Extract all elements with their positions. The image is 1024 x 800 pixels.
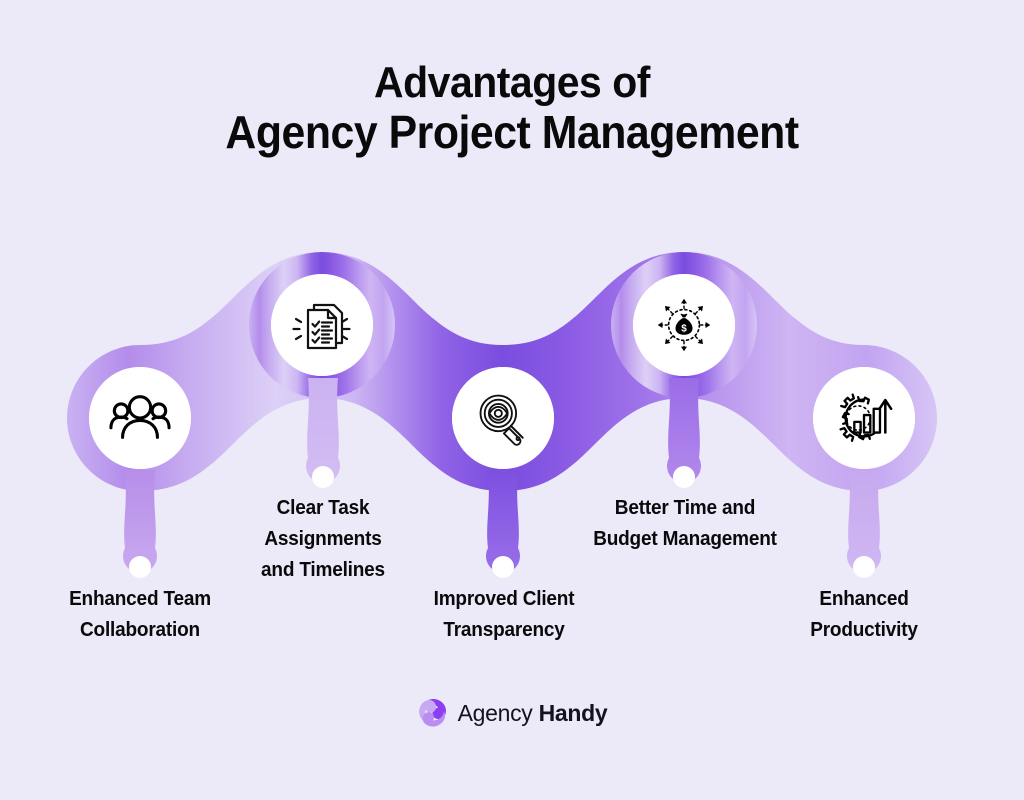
footer-brand: Agency Handy — [0, 697, 1024, 729]
page-title-line-2: Agency Project Management — [225, 106, 799, 159]
gear-growth-chart-icon — [813, 367, 915, 469]
node-label-5: Enhanced Productivity — [810, 588, 918, 641]
page-title: Advantages of Agency Project Management — [36, 58, 988, 159]
magnifier-eye-icon — [452, 367, 554, 469]
agency-handy-logo-mark — [418, 699, 446, 727]
brand-word-agency: Agency — [457, 699, 533, 726]
brand-wordmark: Agency Handy — [458, 700, 608, 727]
node-label-4: Better Time and Budget Management — [593, 497, 777, 550]
page-title-line-1: Advantages of — [374, 58, 650, 107]
team-people-icon — [89, 367, 191, 469]
brand-word-handy: Handy — [538, 699, 608, 726]
svg-text:$: $ — [681, 324, 687, 335]
node-label-3: Improved Client Transparency — [433, 588, 575, 641]
node-label-2: Clear Task Assignments and Timelines — [261, 497, 385, 581]
node-label-1: Enhanced Team Collaboration — [69, 588, 211, 641]
money-bag-arrows-icon: $ — [633, 274, 735, 376]
checklist-documents-icon — [271, 274, 373, 376]
